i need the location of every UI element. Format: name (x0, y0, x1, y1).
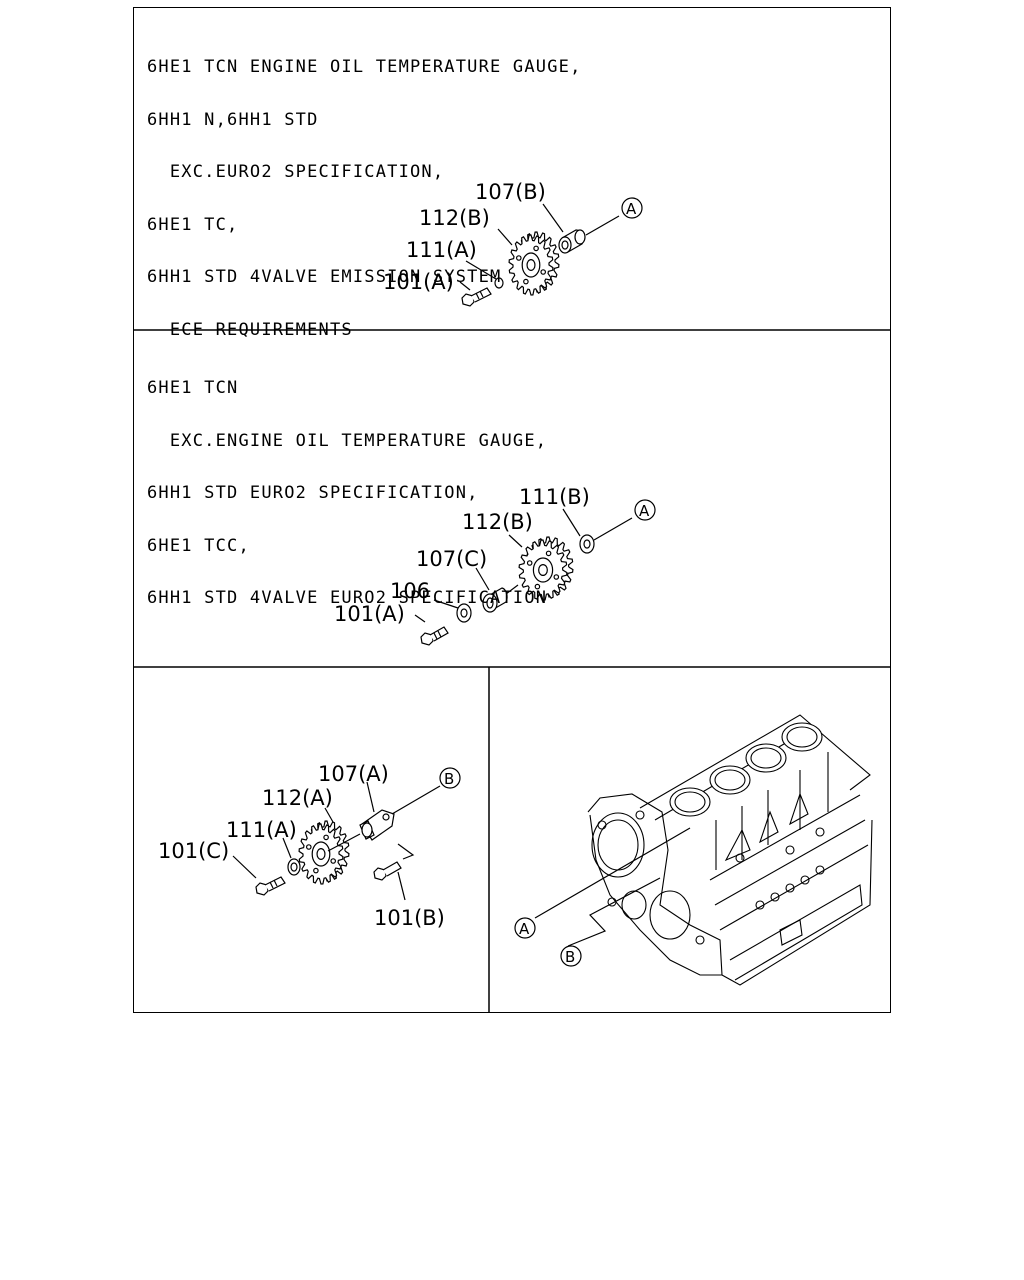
ref-circle-a-icon (621, 197, 643, 219)
panel2-note-line: EXC.ENGINE OIL TEMPERATURE GAUGE, (147, 430, 548, 451)
ref-a-label: A (639, 502, 650, 520)
panel1-note-line: 6HE1 TC, (147, 214, 239, 235)
label-107a: 107(A) (318, 762, 389, 786)
ref-b-label: B (565, 948, 575, 966)
label-112b: 112(B) (462, 510, 533, 534)
label-107c: 107(C) (416, 547, 487, 571)
panel3-labels: 107(A) 112(A) 111(A) 101(C) 101(B) B (158, 762, 454, 930)
engine-block-icon (514, 714, 873, 986)
ref-circle-a-icon (634, 499, 656, 521)
ref-a-label: A (519, 920, 530, 938)
label-101c: 101(C) (158, 839, 229, 863)
ref-b-label: B (444, 770, 454, 788)
label-107b: 107(B) (475, 180, 546, 204)
panel4-labels: A B (519, 920, 575, 966)
ref-circle-b-icon (560, 945, 582, 967)
panel1-note-line: 6HE1 TCN ENGINE OIL TEMPERATURE GAUGE, (147, 57, 582, 77)
ref-circle-a-icon (514, 917, 536, 939)
gear-112b-icon (518, 536, 574, 601)
washer-106-icon (456, 603, 472, 623)
label-111b: 111(B) (519, 485, 590, 509)
bolt-101c-icon (255, 876, 286, 896)
bolt-101a-icon (461, 287, 492, 307)
panel1-note-line: 6HH1 N,6HH1 STD (147, 109, 319, 130)
panel2-note-line: 6HE1 TCN (147, 378, 239, 398)
panel1-note-line: 6HH1 STD 4VALVE EMISSION SYSTEM (147, 267, 502, 287)
label-111a: 111(A) (226, 818, 297, 842)
bushing-107b-icon (558, 229, 586, 254)
label-111a: 111(A) (406, 238, 477, 262)
panel2-labels: 111(B) 112(B) 107(C) 106 101(A) A (334, 485, 650, 626)
panel3-drawing (232, 767, 461, 901)
panel2-note-line: 6HH1 STD EURO2 SPECIFICATION, (147, 483, 479, 503)
washer-111a-icon (287, 858, 301, 876)
label-112a: 112(A) (262, 786, 333, 810)
label-101a: 101(A) (383, 270, 454, 294)
diagram-frame (133, 7, 891, 1013)
panel1-drawing (459, 197, 643, 307)
bolt-101b-icon (373, 861, 402, 881)
label-112b: 112(B) (419, 206, 490, 230)
panel2-note-line: 6HE1 TCC, (147, 535, 250, 556)
washer-111b-icon (579, 534, 595, 554)
label-101b: 101(B) (374, 906, 445, 930)
gear-112a-icon (298, 820, 350, 885)
bolt-101a-icon (420, 626, 449, 646)
ref-a-label: A (626, 200, 637, 218)
panel2-drawing (414, 499, 656, 646)
panel2-note-line: 6HH1 STD 4VALVE EURO2 SPECIFICATION (147, 588, 548, 608)
panel1-note-line: EXC.EURO2 SPECIFICATION, (147, 162, 445, 182)
panel1-labels: 107(B) 112(B) 111(A) 101(A) A (383, 180, 637, 294)
panel2-notes: 6HE1 TCN EXC.ENGINE OIL TEMPERATURE GAUG… (147, 345, 547, 625)
gear-112b-icon (508, 231, 560, 296)
label-101a: 101(A) (334, 602, 405, 626)
ref-circle-b-icon (439, 767, 461, 789)
label-106: 106 (390, 579, 430, 603)
panel1-notes: 6HE1 TCN ENGINE OIL TEMPERATURE GAUGE, 6… (147, 24, 582, 357)
shaft-107a-icon (359, 809, 395, 841)
panel1-note-line: ECE REQUIREMENTS (147, 319, 353, 340)
washer-111a-icon (494, 277, 504, 289)
